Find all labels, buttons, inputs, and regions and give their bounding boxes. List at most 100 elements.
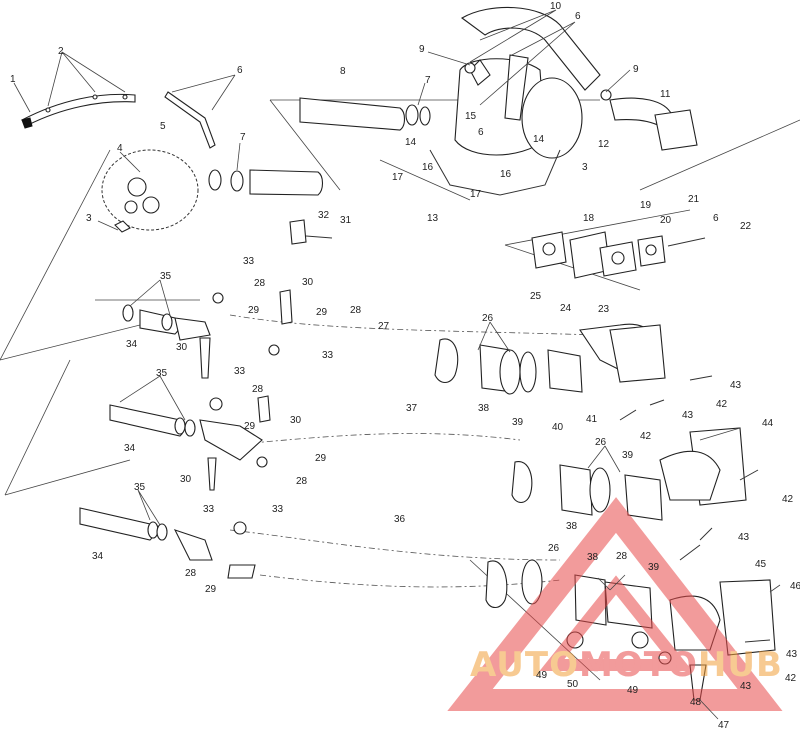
callout-35: 35 — [134, 482, 146, 493]
callout-19: 19 — [640, 200, 652, 211]
callout-4: 4 — [117, 143, 123, 154]
callout-14: 14 — [405, 137, 417, 148]
callout-30: 30 — [176, 342, 188, 353]
callout-43: 43 — [786, 649, 798, 660]
manifold-gaskets-part-18-20 — [531, 231, 706, 279]
callout-leaders — [13, 9, 781, 720]
callout-9: 9 — [633, 64, 639, 75]
callout-33: 33 — [243, 256, 255, 267]
callout-2: 2 — [58, 46, 64, 57]
callout-21: 21 — [688, 194, 700, 205]
callout-40: 40 — [552, 422, 564, 433]
callout-33: 33 — [203, 504, 215, 515]
callout-36: 36 — [394, 514, 406, 525]
callout-42: 42 — [785, 673, 797, 684]
callout-42: 42 — [782, 494, 794, 505]
callout-14: 14 — [533, 134, 545, 145]
callout-8: 8 — [340, 66, 346, 77]
callout-38: 38 — [478, 403, 490, 414]
callout-29: 29 — [316, 307, 328, 318]
callout-42: 42 — [640, 431, 652, 442]
callout-9: 9 — [419, 44, 425, 55]
callout-3: 3 — [86, 213, 92, 224]
callout-6: 6 — [575, 11, 581, 22]
callout-41: 41 — [586, 414, 598, 425]
callout-34: 34 — [126, 339, 138, 350]
callout-33: 33 — [234, 366, 246, 377]
callout-35: 35 — [156, 368, 168, 379]
callout-29: 29 — [315, 453, 327, 464]
callout-10: 10 — [550, 1, 562, 12]
callout-49: 49 — [627, 685, 639, 696]
callout-50: 50 — [567, 679, 579, 690]
silencer-part-4 — [101, 149, 199, 233]
callout-39: 39 — [512, 417, 524, 428]
exhaust-row-2 — [109, 395, 747, 521]
callout-44: 44 — [762, 418, 774, 429]
callout-31: 31 — [340, 215, 352, 226]
automotohub-watermark: AUTOMOTOHUB — [447, 497, 783, 711]
callout-29: 29 — [244, 421, 256, 432]
callout-43: 43 — [730, 380, 742, 391]
callout-23: 23 — [598, 304, 610, 315]
callout-29: 29 — [248, 305, 260, 316]
callout-18: 18 — [583, 213, 595, 224]
callout-25: 25 — [530, 291, 542, 302]
callout-32: 32 — [318, 210, 330, 221]
callout-43: 43 — [738, 532, 750, 543]
mounting-strap-part-1 — [21, 93, 136, 129]
callout-30: 30 — [290, 415, 302, 426]
callout-6: 6 — [713, 213, 719, 224]
callout-17: 17 — [470, 189, 482, 200]
callout-20: 20 — [660, 215, 672, 226]
callout-49: 49 — [536, 670, 548, 681]
callout-34: 34 — [92, 551, 104, 562]
callout-28: 28 — [252, 384, 264, 395]
callout-15: 15 — [465, 111, 477, 122]
callout-34: 34 — [124, 443, 136, 454]
bracket-part-5 — [164, 91, 216, 149]
callout-13: 13 — [427, 213, 439, 224]
pipe-part-8 — [208, 97, 431, 196]
callout-28: 28 — [350, 305, 362, 316]
watermark-text: AUTOMOTOHUB — [470, 645, 783, 685]
callout-29: 29 — [205, 584, 217, 595]
callout-3: 3 — [582, 162, 588, 173]
bolts — [619, 375, 771, 643]
callout-16: 16 — [422, 162, 434, 173]
callout-42: 42 — [716, 399, 728, 410]
callout-35: 35 — [160, 271, 172, 282]
callout-30: 30 — [302, 277, 314, 288]
callout-39: 39 — [622, 450, 634, 461]
callout-28: 28 — [254, 278, 266, 289]
callout-27: 27 — [378, 321, 390, 332]
callout-28: 28 — [616, 551, 628, 562]
callout-22: 22 — [740, 221, 752, 232]
callout-12: 12 — [598, 139, 610, 150]
callout-38: 38 — [587, 552, 599, 563]
callout-16: 16 — [500, 169, 512, 180]
callout-7: 7 — [425, 75, 431, 86]
callout-26: 26 — [548, 543, 560, 554]
callout-37: 37 — [406, 403, 418, 414]
exhaust-row-1 — [122, 289, 666, 395]
muffler-part-10 — [429, 6, 698, 196]
callout-48: 48 — [690, 697, 702, 708]
callout-45: 45 — [755, 559, 767, 570]
callout-33: 33 — [322, 350, 334, 361]
callout-47: 47 — [718, 720, 730, 729]
callout-28: 28 — [185, 568, 197, 579]
callout-38: 38 — [566, 521, 578, 532]
callout-43: 43 — [682, 410, 694, 421]
callout-6: 6 — [237, 65, 243, 76]
callout-39: 39 — [648, 562, 660, 573]
callout-26: 26 — [482, 313, 494, 324]
bracket-part-32 — [289, 219, 333, 245]
callout-7: 7 — [240, 132, 246, 143]
callout-46: 46 — [790, 581, 800, 592]
callout-1: 1 — [10, 74, 16, 85]
callout-5: 5 — [160, 121, 166, 132]
